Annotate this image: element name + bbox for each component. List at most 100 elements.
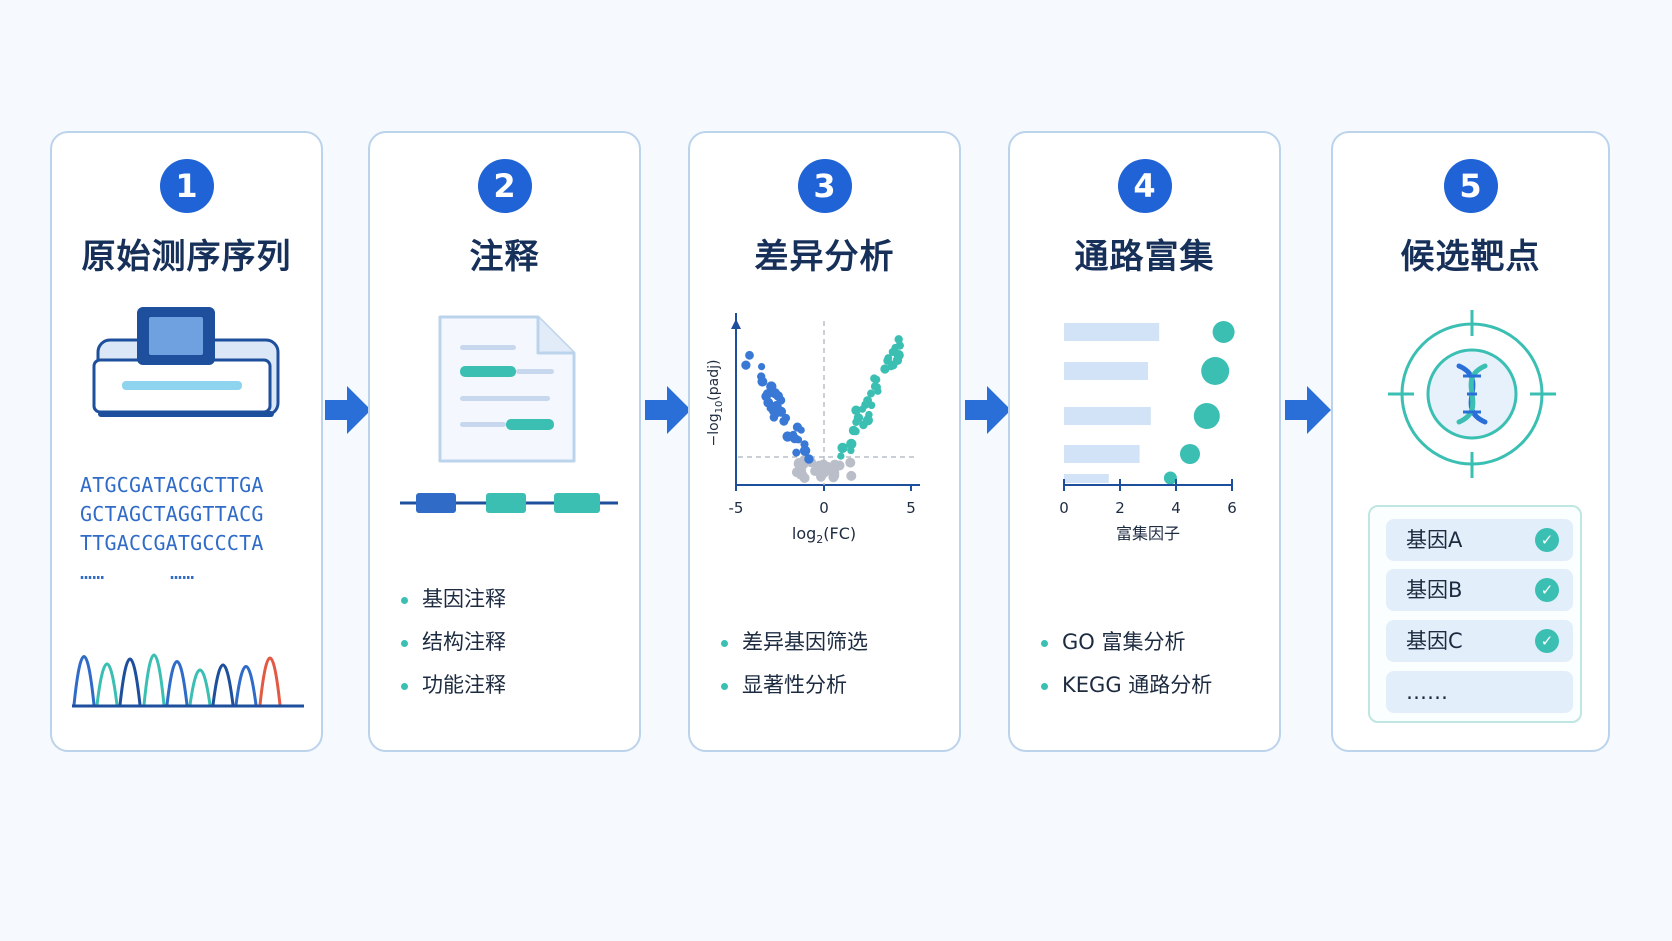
- list-item: GO 富集分析: [1010, 621, 1212, 664]
- dna-sequence-line: TTGACCGATGCCCTA: [80, 531, 264, 555]
- scatter-point: [870, 374, 879, 383]
- bar: [1064, 323, 1160, 341]
- list-item: 结构注释: [370, 621, 506, 664]
- scatter-point: [762, 389, 773, 399]
- scatter-point: [851, 427, 860, 436]
- scatter-point: [763, 397, 774, 408]
- volcano-plot: -5 0 5 log2(FC) −log10(padj): [706, 313, 920, 546]
- step-number-badge: 4: [1117, 159, 1172, 213]
- sequencer-machine-icon: [92, 307, 280, 417]
- x-axis-label: 富集因子: [1116, 524, 1180, 543]
- scatter-point: [837, 452, 845, 460]
- scatter-point: [887, 363, 895, 371]
- chromatogram-trace-icon: [72, 653, 304, 708]
- step-title: 通路富集: [1074, 237, 1215, 277]
- analysis-bullet-list: 差异基因筛选 显著性分析: [690, 621, 868, 707]
- step-card-annotation: 2 注释 基因注释 结构注释 功能注释: [368, 131, 641, 752]
- scatter-point: [888, 348, 897, 356]
- sequence-ellipsis: ……: [80, 560, 105, 584]
- list-item: ……: [1386, 671, 1573, 713]
- enrichment-bubble: [1201, 357, 1230, 385]
- sequence-ellipsis: ……: [170, 560, 195, 584]
- scatter-point: [895, 341, 904, 350]
- x-tick-label: 6: [1227, 499, 1237, 517]
- step-title: 注释: [469, 237, 540, 277]
- scatter-point: [769, 388, 781, 399]
- list-item: 基因B✓: [1386, 569, 1573, 611]
- list-item: KEGG 通路分析: [1010, 664, 1212, 707]
- enrichment-bubble: [1193, 403, 1220, 429]
- bar: [1064, 362, 1148, 380]
- scatter-point: [829, 459, 840, 470]
- x-tick-label: 0: [819, 499, 829, 517]
- target-dna-icon: [1388, 310, 1556, 478]
- x-tick-label: 5: [906, 499, 916, 517]
- arrow-right-icon: [325, 386, 371, 434]
- step-card-raw-sequence: 1 原始测序序列 ATGCGATACGCTTGA GCTAGCTAGGTTACG…: [50, 131, 323, 752]
- step-number-badge: 3: [797, 159, 852, 213]
- candidate-gene-list: 基因A✓ 基因B✓ 基因C✓ ……: [1368, 505, 1582, 723]
- scatter-point: [845, 457, 856, 468]
- list-item: 功能注释: [370, 664, 506, 707]
- annotation-bullet-list: 基因注释 结构注释 功能注释: [370, 578, 506, 707]
- bar: [1064, 474, 1109, 483]
- annotation-document-icon: [400, 315, 618, 513]
- list-item: 差异基因筛选: [690, 621, 868, 664]
- arrow-right-icon: [1285, 386, 1331, 434]
- check-icon: ✓: [1535, 528, 1559, 552]
- scatter-point: [799, 445, 811, 456]
- check-icon: ✓: [1535, 578, 1559, 602]
- bar: [1064, 445, 1140, 463]
- x-tick-label: 2: [1115, 499, 1125, 517]
- scatter-point: [853, 413, 864, 423]
- scatter-point: [837, 442, 848, 454]
- arrow-right-icon: [965, 386, 1011, 434]
- bar: [1064, 407, 1151, 425]
- scatter-point: [779, 416, 789, 426]
- enrichment-bubble: [1212, 321, 1235, 343]
- list-item: 基因A✓: [1386, 519, 1573, 561]
- scatter-point: [851, 405, 861, 416]
- scatter-point: [793, 458, 804, 468]
- x-axis-label: log2(FC): [792, 524, 856, 546]
- scatter-point: [804, 454, 814, 464]
- arrow-right-icon: [645, 386, 691, 434]
- scatter-point: [880, 364, 890, 374]
- list-item: 基因注释: [370, 578, 506, 621]
- scatter-point: [757, 362, 766, 371]
- list-item: 基因C✓: [1386, 620, 1573, 662]
- scatter-point: [894, 335, 903, 344]
- list-item: 显著性分析: [690, 664, 868, 707]
- step-card-candidate-targets: 5 候选靶点 基因A✓ 基因B✓ 基因C✓ ……: [1331, 131, 1610, 752]
- x-tick-label: -5: [729, 499, 744, 517]
- enrichment-bubble: [1180, 444, 1200, 464]
- scatter-point: [792, 422, 802, 432]
- x-tick-label: 4: [1171, 499, 1181, 517]
- scatter-point: [867, 401, 876, 410]
- step-title: 原始测序序列: [81, 237, 292, 277]
- scatter-point: [741, 360, 751, 370]
- scatter-point: [816, 471, 826, 482]
- step-card-differential-analysis: 3 差异分析 -5 0 5 log2(FC) −log10(padj) 差异基因…: [688, 131, 961, 752]
- enrichment-bullet-list: GO 富集分析 KEGG 通路分析: [1010, 621, 1212, 707]
- scatter-point: [861, 400, 870, 409]
- scatter-point: [846, 438, 857, 450]
- scatter-point: [745, 350, 754, 360]
- dna-sequence-line: GCTAGCTAGGTTACG: [80, 502, 264, 526]
- scatter-point: [867, 389, 875, 398]
- step-number-badge: 1: [159, 159, 214, 213]
- scatter-point: [884, 354, 893, 362]
- y-axis-label: −log10(padj): [706, 360, 725, 447]
- scatter-point: [874, 387, 882, 395]
- enrichment-bubble: [1163, 471, 1177, 485]
- scatter-point: [771, 407, 782, 418]
- scatter-point: [792, 448, 801, 457]
- step-number-badge: 5: [1443, 159, 1498, 213]
- scatter-point: [846, 470, 857, 481]
- step-title: 候选靶点: [1400, 237, 1541, 277]
- scatter-point: [862, 415, 873, 426]
- scatter-point: [794, 435, 803, 444]
- dna-sequence-line: ATGCGATACGCTTGA: [80, 473, 264, 497]
